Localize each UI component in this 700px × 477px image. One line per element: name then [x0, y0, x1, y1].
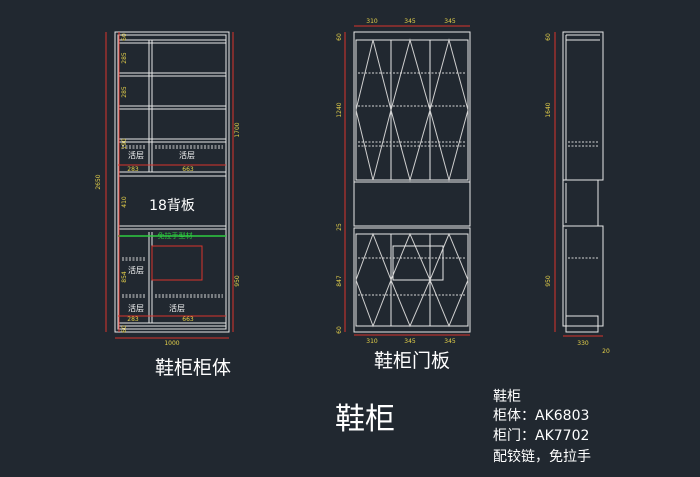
shelf1-dim: 285 — [121, 52, 128, 64]
door-bottom-dim: 60 — [336, 326, 343, 334]
right-width-dim: 663 — [182, 166, 194, 173]
bottom-dim: 60 — [121, 325, 128, 333]
door-top-dim: 60 — [336, 33, 343, 41]
side-depth-dim: 330 — [577, 340, 589, 347]
lower-diamond-2 — [390, 232, 431, 328]
lower-door-frame — [353, 227, 471, 333]
lower-door-window — [392, 245, 444, 281]
left-width-dim: 283 — [127, 316, 139, 323]
shelf-1 — [117, 72, 227, 77]
upper-diamond-1 — [355, 39, 374, 181]
side-toe-dim: 20 — [602, 348, 610, 355]
door-view: 310 345 345 310 345 345 60 1240 25 847 6… — [336, 18, 471, 372]
door-upper-dim: 1240 — [336, 102, 343, 117]
bottom-panel — [117, 322, 227, 327]
right-width-dim: 663 — [182, 316, 194, 323]
door-w2-dim: 345 — [404, 338, 416, 345]
top-panel — [117, 39, 227, 44]
upper-door-inner — [355, 39, 469, 181]
body-outline — [114, 31, 230, 333]
back-panel-label: 18背板 — [149, 198, 195, 214]
notes: 鞋柜 鞋柜 柜体：AK6803 柜门：AK7702 配铰链，免拉手 — [335, 389, 591, 465]
side-view: 60 1640 950 330 20 — [545, 31, 610, 355]
side-lower — [562, 225, 604, 327]
door-gap-frame — [353, 181, 471, 227]
total-height-dim: 2650 — [95, 174, 102, 189]
lower-top-panel — [117, 225, 227, 230]
shelf-label: 活层 — [169, 303, 185, 313]
shelf2-dim: 285 — [121, 86, 128, 98]
shelf-label: 活层 — [128, 265, 144, 275]
note-line-2: 柜体：AK6803 — [493, 408, 589, 424]
side-plinth — [565, 315, 599, 333]
side-upper — [562, 31, 604, 181]
upper-diamond-1 — [372, 39, 392, 181]
upper-height-dim: 1700 — [234, 122, 241, 137]
lower-height-dim: 950 — [234, 275, 241, 287]
note-line-4: 配铰链，免拉手 — [493, 449, 591, 465]
lower-diamond-1 — [355, 232, 392, 328]
door-gap-dim: 25 — [336, 223, 343, 231]
note-line-3: 柜门：AK7702 — [493, 428, 589, 444]
side-top-dim: 60 — [545, 33, 552, 41]
shelf-label: 活层 — [128, 303, 144, 313]
door-w3-dim: 345 — [444, 338, 456, 345]
shelf-2 — [117, 105, 227, 110]
top-dim: 60 — [121, 33, 128, 41]
side-upper-dim: 1640 — [545, 102, 552, 117]
shelf-3 — [117, 138, 227, 143]
drawer-outline — [151, 245, 203, 281]
upper-diamond-2 — [390, 38, 431, 182]
mid-dim: 190 — [121, 138, 128, 150]
shelf-label: 活层 — [179, 150, 195, 160]
main-title: 鞋柜 — [335, 402, 395, 437]
side-middle — [562, 179, 599, 227]
left-width-dim: 283 — [127, 166, 139, 173]
body-inner-outline — [117, 34, 227, 330]
door-w3-dim: 345 — [444, 18, 456, 25]
lower-diamond-3 — [429, 232, 469, 328]
middle-panel — [117, 171, 227, 177]
cabinet-body-view: 免拉手型材 活层 活层 18背板 活层 活层 活层 283 663 283 66… — [95, 31, 241, 379]
lower-dim: 854 — [121, 271, 128, 283]
total-width-dim: 1000 — [164, 340, 179, 347]
door-lower-dim: 847 — [336, 275, 343, 287]
note-line-1: 鞋柜 — [493, 389, 521, 405]
door-caption: 鞋柜门板 — [374, 350, 450, 372]
side-lower-dim: 950 — [545, 275, 552, 287]
body-caption: 鞋柜柜体 — [155, 357, 231, 379]
door-w1-dim: 310 — [366, 338, 378, 345]
door-w1-dim: 310 — [366, 18, 378, 25]
upper-diamond-3 — [429, 38, 469, 182]
pull-profile-label: 免拉手型材 — [158, 231, 193, 240]
shelf-label: 活层 — [128, 150, 144, 160]
door-w2-dim: 345 — [404, 18, 416, 25]
back-height-dim: 410 — [121, 196, 128, 208]
